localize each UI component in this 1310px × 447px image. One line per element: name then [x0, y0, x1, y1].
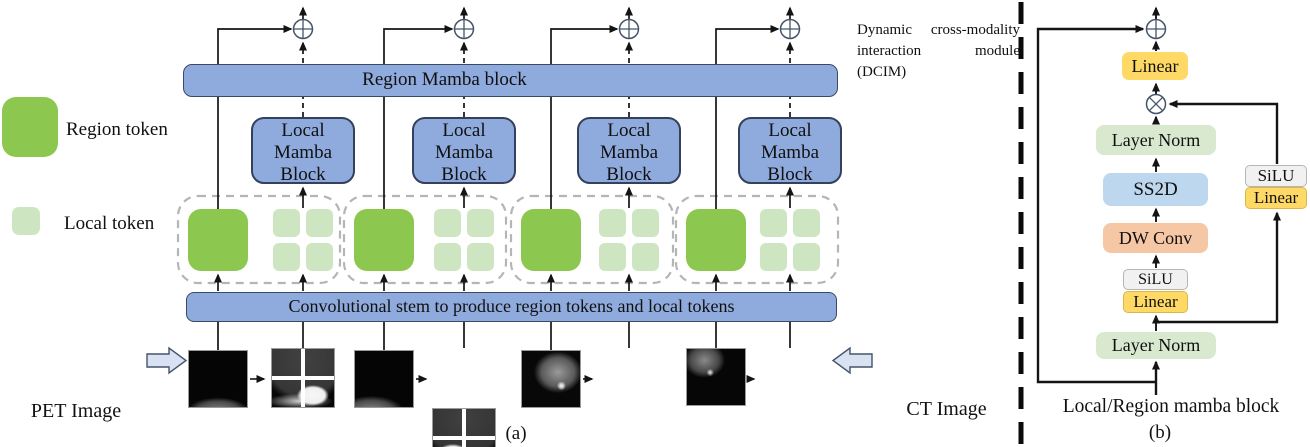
legend-region-token-label: Region token	[66, 119, 168, 140]
add-icon	[1145, 18, 1167, 40]
region-mamba-block-bar: Region Mamba block	[183, 64, 838, 97]
region-token-4	[686, 209, 746, 271]
region-token-3	[521, 209, 581, 271]
pet-patch-2	[354, 350, 414, 408]
dcim-output-arrows	[299, 6, 794, 19]
region-token-2	[354, 209, 414, 271]
local-mamba-block-1: Local Mamba Block	[251, 117, 355, 185]
local-mamba-block-4: Local Mamba Block	[738, 117, 842, 185]
local-token	[434, 209, 461, 237]
local-token	[434, 243, 461, 271]
linear-gate-box: Linear	[1245, 187, 1307, 209]
linear-top-box: Linear	[1122, 52, 1188, 80]
pet-patch-1	[188, 350, 248, 408]
silu-main-box: SiLU	[1123, 269, 1188, 290]
local-token	[273, 243, 300, 271]
local-token-grid-4	[760, 209, 820, 271]
local-mamba-block-3: Local Mamba Block	[577, 117, 681, 185]
local-token	[273, 209, 300, 237]
legend-local-token-label: Local token	[64, 213, 155, 234]
dcim-note: Dynamic cross-modality interaction modul…	[857, 20, 1020, 83]
add-icon	[453, 18, 475, 40]
dcim-note-line-2: interaction module	[857, 43, 1020, 59]
ct-patch-grid-1	[271, 348, 335, 408]
caption-a: (a)	[505, 423, 527, 444]
pet-image-label: PET Image	[30, 400, 122, 422]
legend-region-token-swatch	[2, 97, 58, 157]
pet-input-arrow-icon	[146, 346, 188, 375]
linear-main-box: Linear	[1123, 291, 1188, 313]
local-token-to-block-arrows	[299, 186, 794, 208]
silu-gate-box: SiLU	[1245, 165, 1307, 187]
local-token	[632, 209, 659, 237]
local-token	[632, 243, 659, 271]
local-token	[467, 243, 494, 271]
local-token-grid-3	[599, 209, 659, 271]
dcim-note-line-1: Dynamic cross-modality	[857, 22, 1020, 38]
local-token	[306, 243, 333, 271]
ct-image-label: CT Image	[906, 398, 987, 420]
multiply-icon	[1145, 93, 1167, 115]
local-token	[760, 209, 787, 237]
legend-local-token-swatch	[12, 207, 40, 235]
local-token	[793, 243, 820, 271]
dw-conv-box: DW Conv	[1103, 223, 1208, 253]
local-token	[793, 209, 820, 237]
local-token	[599, 209, 626, 237]
add-icon	[618, 18, 640, 40]
conv-stem-bar: Convolutional stem to produce region tok…	[186, 292, 837, 322]
local-token-grid-2	[434, 209, 494, 271]
add-icon	[292, 18, 314, 40]
ss2d-box: SS2D	[1103, 173, 1208, 206]
conv-stem-to-token-arrows	[214, 273, 794, 291]
patch-to-conv-connectors	[217, 322, 791, 350]
ct-patch-grid-2	[432, 408, 496, 447]
add-icons-panel-a	[292, 18, 801, 40]
local-token	[760, 243, 787, 271]
panel-b-title: Local/Region mamba block	[1062, 396, 1280, 417]
local-token	[599, 243, 626, 271]
pet-patch-4	[686, 348, 746, 406]
local-mamba-block-2: Local Mamba Block	[412, 117, 516, 185]
dcim-note-line-3: (DCIM)	[857, 64, 907, 80]
local-token-grid-1	[273, 209, 333, 271]
local-token	[306, 209, 333, 237]
pet-patch-3	[521, 350, 581, 408]
add-icon	[779, 18, 801, 40]
ct-input-arrow-icon	[831, 346, 873, 375]
layer-norm-top-box: Layer Norm	[1096, 125, 1216, 155]
layer-norm-bottom-box: Layer Norm	[1096, 332, 1216, 359]
region-token-1	[188, 209, 248, 271]
local-token	[467, 209, 494, 237]
caption-b: (b)	[1148, 422, 1172, 443]
